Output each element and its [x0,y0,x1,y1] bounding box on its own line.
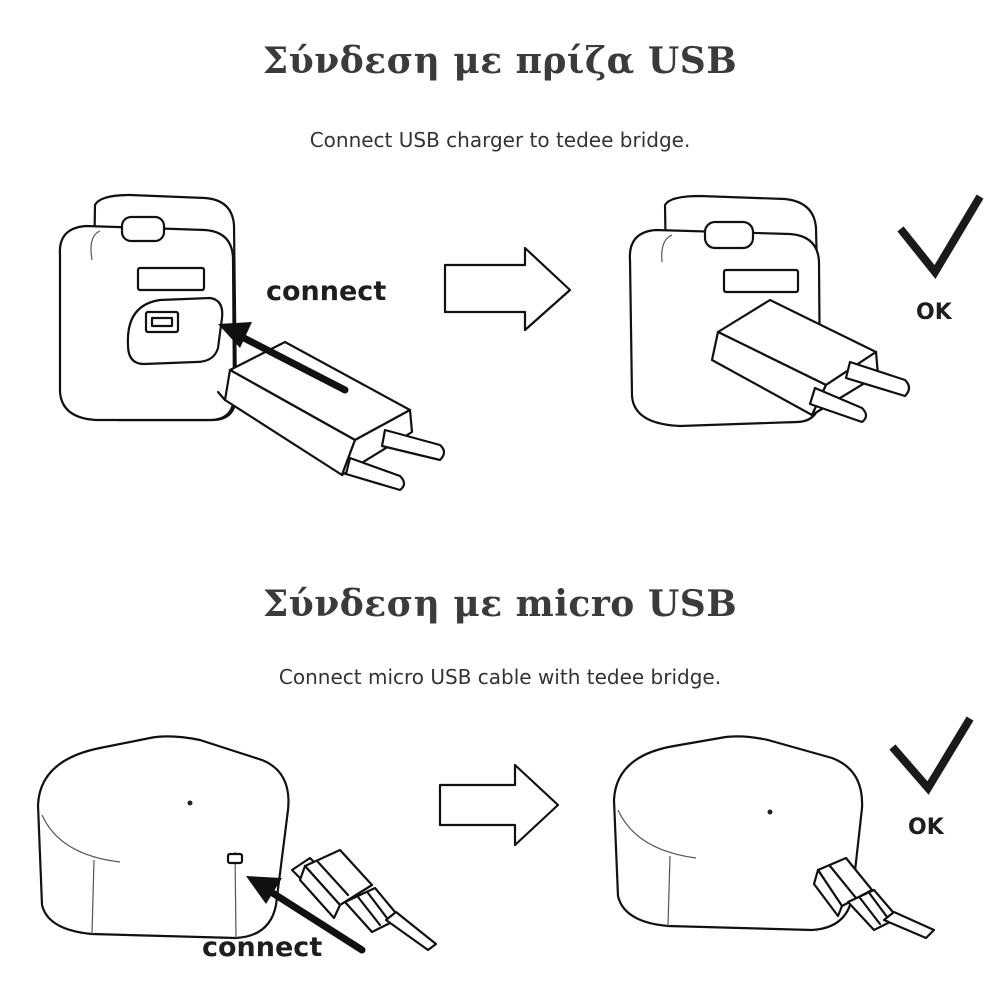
tedee-bridge-plug-icon [58,193,238,422]
ok-label-1: OK [916,300,952,325]
usb-charger-icon [216,340,446,492]
insert-arrow-icon [218,322,349,394]
instruction-micro-usb: Connect micro USB cable with tedee bridg… [278,665,722,689]
ok-label-2: OK [908,815,944,840]
connect-label-1: connect [266,276,387,307]
checkmark-icon [897,194,984,280]
section-heading-usb-plug: Σύνδεση με πρίζα USB [262,40,738,82]
section-heading-micro-usb: Σύνδεση με micro USB [262,583,738,625]
arrow-right-icon [443,246,572,332]
connect-label-2: connect [202,932,323,963]
instruction-usb-plug: Connect USB charger to tedee bridge. [309,128,691,152]
tedee-bridge-plugged-icon [628,194,911,428]
